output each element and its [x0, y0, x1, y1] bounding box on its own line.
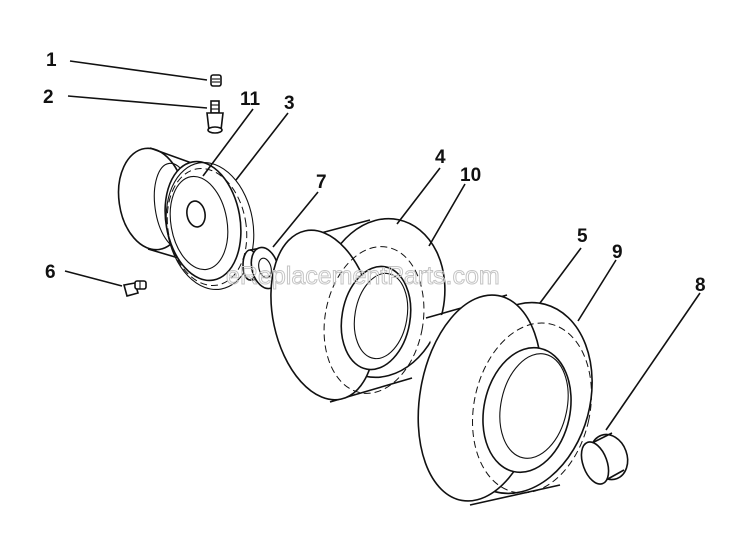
- callout-1: 1: [46, 50, 57, 71]
- valve-stem: [206, 100, 224, 134]
- leader-1: [69, 60, 208, 81]
- leader-2: [67, 95, 208, 109]
- leader-4: [396, 167, 441, 225]
- hub-cap: [580, 432, 629, 485]
- callout-5: 5: [577, 226, 588, 247]
- callout-labels: 1 2 11 3 4 10 7 5 9 8 6: [43, 50, 706, 296]
- callout-8: 8: [695, 275, 706, 296]
- rear-tire: [417, 294, 593, 506]
- front-tire: [270, 217, 446, 403]
- callout-2: 2: [43, 87, 54, 108]
- callout-9: 9: [612, 242, 623, 263]
- leader-11: [202, 108, 254, 177]
- leader-8: [605, 292, 701, 431]
- leader-5: [539, 247, 582, 304]
- callout-10: 10: [460, 165, 481, 186]
- callout-7: 7: [316, 172, 327, 193]
- bushing: [242, 246, 280, 290]
- leader-10: [428, 183, 466, 247]
- callout-6: 6: [45, 262, 56, 283]
- rim-ring: [165, 161, 255, 291]
- leader-3: [235, 112, 289, 181]
- leader-6: [64, 270, 123, 287]
- valve-cap: [210, 74, 222, 87]
- lug-bolt: [122, 280, 147, 297]
- leader-lines: [64, 60, 701, 431]
- callout-3: 3: [284, 93, 295, 114]
- watermark-text: eReplacementParts.com: [226, 262, 500, 290]
- callout-11: 11: [240, 89, 261, 110]
- leader-7: [272, 191, 319, 248]
- callout-4: 4: [435, 147, 446, 168]
- leader-9: [577, 259, 617, 322]
